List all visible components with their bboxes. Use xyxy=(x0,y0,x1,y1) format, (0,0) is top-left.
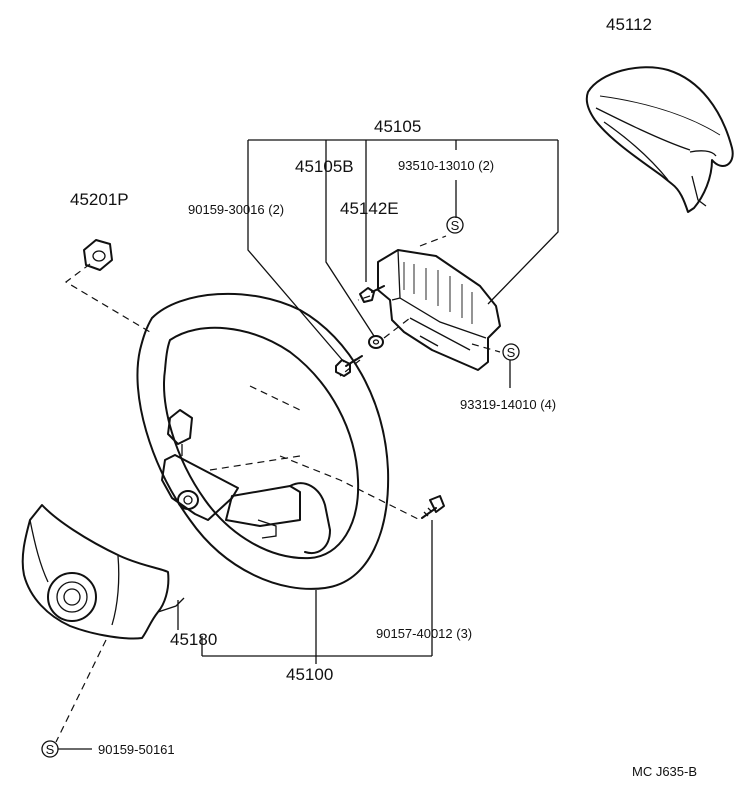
bolt-90159-30016 xyxy=(335,355,363,377)
label-45105: 45105 xyxy=(374,117,421,136)
label-45112: 45112 xyxy=(606,15,652,34)
label-90157-40012: 90157-40012 (3) xyxy=(376,626,472,641)
svg-text:S: S xyxy=(46,742,55,757)
leader-lines xyxy=(177,139,559,664)
nut-45201p xyxy=(83,239,113,271)
label-93510-13010: 93510-13010 (2) xyxy=(398,158,494,173)
svg-text:S: S xyxy=(451,218,460,233)
label-45100: 45100 xyxy=(286,665,333,684)
drawing-code: MC J635-B xyxy=(632,764,697,779)
label-93319-14010: 93319-14010 (4) xyxy=(460,397,556,412)
svg-text:S: S xyxy=(507,345,516,360)
s-mark-93510: S xyxy=(446,216,464,234)
label-90159-50161: 90159-50161 xyxy=(98,742,175,757)
screw-45142e xyxy=(359,285,385,303)
assembly-lines xyxy=(55,235,501,743)
s-mark-90159-50161: S xyxy=(41,740,59,758)
label-45180: 45180 xyxy=(170,630,217,649)
steering-wheel xyxy=(136,292,390,590)
lower-cover xyxy=(21,504,185,640)
label-45105b: 45105B xyxy=(295,157,354,176)
bolt-90157-40012 xyxy=(421,495,445,519)
horn-pad-cover xyxy=(585,66,734,213)
label-45142e: 45142E xyxy=(340,199,399,218)
label-90159-30016: 90159-30016 (2) xyxy=(188,202,284,217)
label-45201p: 45201P xyxy=(70,190,129,209)
s-mark-93319: S xyxy=(502,343,520,361)
washer-45105b xyxy=(368,335,384,349)
horn-bracket xyxy=(377,249,501,371)
